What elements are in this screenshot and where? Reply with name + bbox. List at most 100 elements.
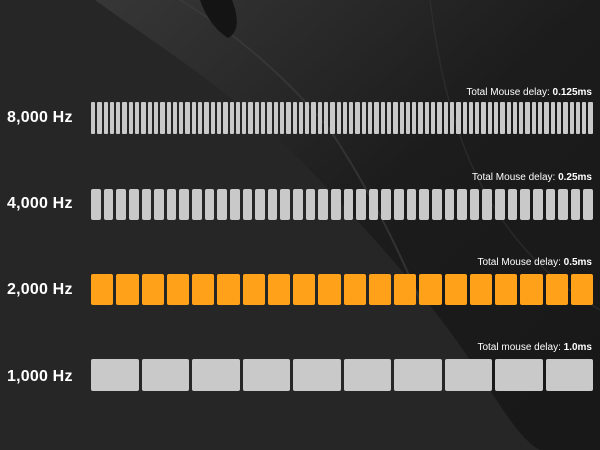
segment-bar-4000hz [91, 189, 593, 220]
bar-segment [318, 189, 328, 220]
bar-segment [394, 359, 442, 391]
bar-segment [394, 274, 417, 305]
bar-segment [286, 102, 291, 134]
bar-segment [235, 102, 241, 134]
bar-segment [495, 359, 543, 391]
delay-text-4000hz: Total Mouse delay: 0.25ms [472, 172, 592, 183]
bar-segment [494, 102, 499, 134]
bar-segment [255, 189, 265, 220]
delay-value: 0.25ms [558, 172, 592, 183]
bar-segment [242, 274, 265, 305]
bar-segment [424, 102, 430, 134]
hz-label-2000: 2,000 Hz [7, 281, 73, 298]
bar-segment [538, 102, 543, 134]
bar-segment [198, 102, 203, 134]
bar-segment [381, 189, 391, 220]
bar-segment [128, 102, 134, 134]
bar-segment [506, 102, 511, 134]
bar-segment [179, 102, 184, 134]
bar-segment [343, 359, 391, 391]
bar-segment [141, 189, 152, 220]
bar-segment [437, 102, 442, 134]
bar-segment [242, 359, 290, 391]
bar-segment [91, 274, 114, 305]
bar-segment [204, 102, 209, 134]
bar-segment [368, 102, 373, 134]
bar-segment [103, 189, 114, 220]
bar-segment [248, 102, 253, 134]
bar-segment [550, 102, 555, 134]
bar-segment [91, 189, 101, 220]
bar-segment [336, 102, 341, 134]
bar-segment [204, 189, 215, 220]
bar-segment [355, 102, 360, 134]
bar-segment [305, 102, 310, 134]
bar-segment [317, 102, 322, 134]
bar-segment [318, 274, 341, 305]
bar-segment [342, 102, 348, 134]
bar-segment [482, 189, 492, 220]
bar-segment [349, 102, 354, 134]
bar-segment [154, 189, 164, 220]
bar-segment [210, 102, 215, 134]
bar-segment [419, 274, 442, 305]
bar-segment [405, 102, 411, 134]
bar-segment [298, 102, 304, 134]
bar-segment [525, 102, 530, 134]
bar-segment [519, 102, 524, 134]
bar-segment [128, 189, 139, 220]
bar-segment [305, 189, 316, 220]
delay-prefix: Total Mouse delay: [466, 87, 553, 98]
bar-segment [147, 102, 152, 134]
bar-segment [185, 102, 190, 134]
bar-segment [394, 189, 404, 220]
bar-segment [267, 189, 278, 220]
bar-segment [588, 102, 593, 134]
bar-segment [582, 102, 587, 134]
bar-segment [419, 189, 429, 220]
delay-prefix: Total Mouse delay: [477, 257, 564, 268]
bar-segment [532, 189, 543, 220]
bar-segment [495, 189, 505, 220]
bar-segment [242, 189, 253, 220]
bar-segment [575, 102, 581, 134]
bar-segment [223, 102, 228, 134]
bar-segment [153, 102, 159, 134]
bar-segment [444, 359, 492, 391]
bar-segment [412, 102, 417, 134]
bar-segment [192, 274, 215, 305]
bar-segment [242, 102, 247, 134]
delay-prefix: Total mouse delay: [477, 342, 564, 353]
bar-segment [261, 102, 266, 134]
bar-segment [254, 102, 260, 134]
bar-segment [380, 102, 385, 134]
bar-segment [374, 102, 379, 134]
segment-bar-1000hz [91, 359, 593, 391]
delay-text-2000hz: Total Mouse delay: 0.5ms [477, 257, 592, 268]
delay-value: 1.0ms [563, 342, 592, 353]
bar-segment [468, 102, 474, 134]
segment-bar-2000hz [91, 274, 593, 305]
bar-segment [431, 102, 436, 134]
bar-segment [531, 102, 537, 134]
bar-segment [166, 189, 177, 220]
bar-segment [91, 359, 139, 391]
bar-segment [343, 189, 354, 220]
bar-segment [293, 359, 341, 391]
bar-segment [469, 189, 480, 220]
bar-segment [545, 189, 556, 220]
bar-segment [311, 102, 316, 134]
bar-segment [293, 274, 316, 305]
delay-text-8000hz: Total Mouse delay: 0.125ms [466, 87, 592, 98]
bar-segment [116, 274, 139, 305]
bar-segment [280, 189, 290, 220]
bar-segment [444, 189, 455, 220]
bar-segment [569, 102, 574, 134]
bar-segment [160, 102, 165, 134]
bar-segment [558, 189, 568, 220]
bar-segment [229, 102, 234, 134]
bar-segment [91, 102, 96, 134]
delay-prefix: Total Mouse delay: [471, 172, 559, 183]
bar-segment [556, 102, 562, 134]
bar-segment [507, 189, 518, 220]
